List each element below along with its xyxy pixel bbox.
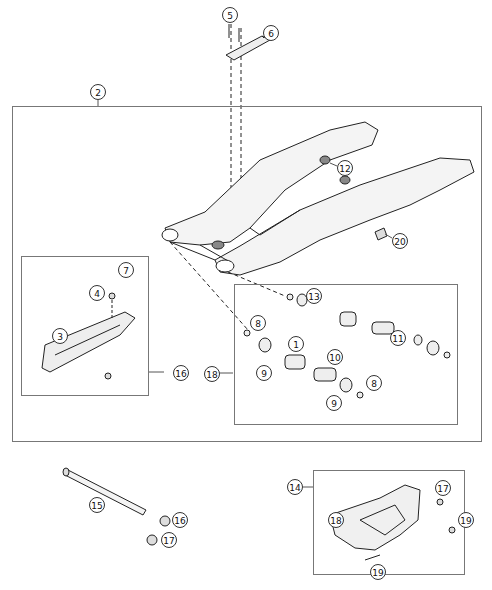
callout-number: 9 [326, 395, 342, 411]
callout-number: 16 [172, 512, 188, 528]
callout-number: 6 [263, 25, 279, 41]
callout-number: 15 [89, 497, 105, 513]
callout-number: 2 [90, 84, 106, 100]
callout-number: 17 [161, 532, 177, 548]
callout-number: 19 [370, 564, 386, 580]
callout-number: 14 [287, 479, 303, 495]
callout-number: 1 [288, 336, 304, 352]
callout-number: 8 [250, 315, 266, 331]
group-box: 21618 [12, 106, 482, 442]
callout-number: 19 [458, 512, 474, 528]
callout-number: 17 [435, 480, 451, 496]
callout-number: 18 [328, 512, 344, 528]
group-box: 18 [234, 284, 458, 425]
callout-number: 13 [306, 288, 322, 304]
callout-number: 20 [392, 233, 408, 249]
callout-number: 12 [337, 160, 353, 176]
callout-number: 16 [173, 365, 189, 381]
callout-number: 9 [256, 365, 272, 381]
callout-number: 3 [52, 328, 68, 344]
callout-number: 5 [222, 7, 238, 23]
callout-number: 11 [390, 330, 406, 346]
callout-number: 7 [118, 262, 134, 278]
callout-number: 8 [366, 375, 382, 391]
callout-number: 4 [89, 285, 105, 301]
callout-number: 10 [327, 349, 343, 365]
callout-number: 18 [204, 366, 220, 382]
